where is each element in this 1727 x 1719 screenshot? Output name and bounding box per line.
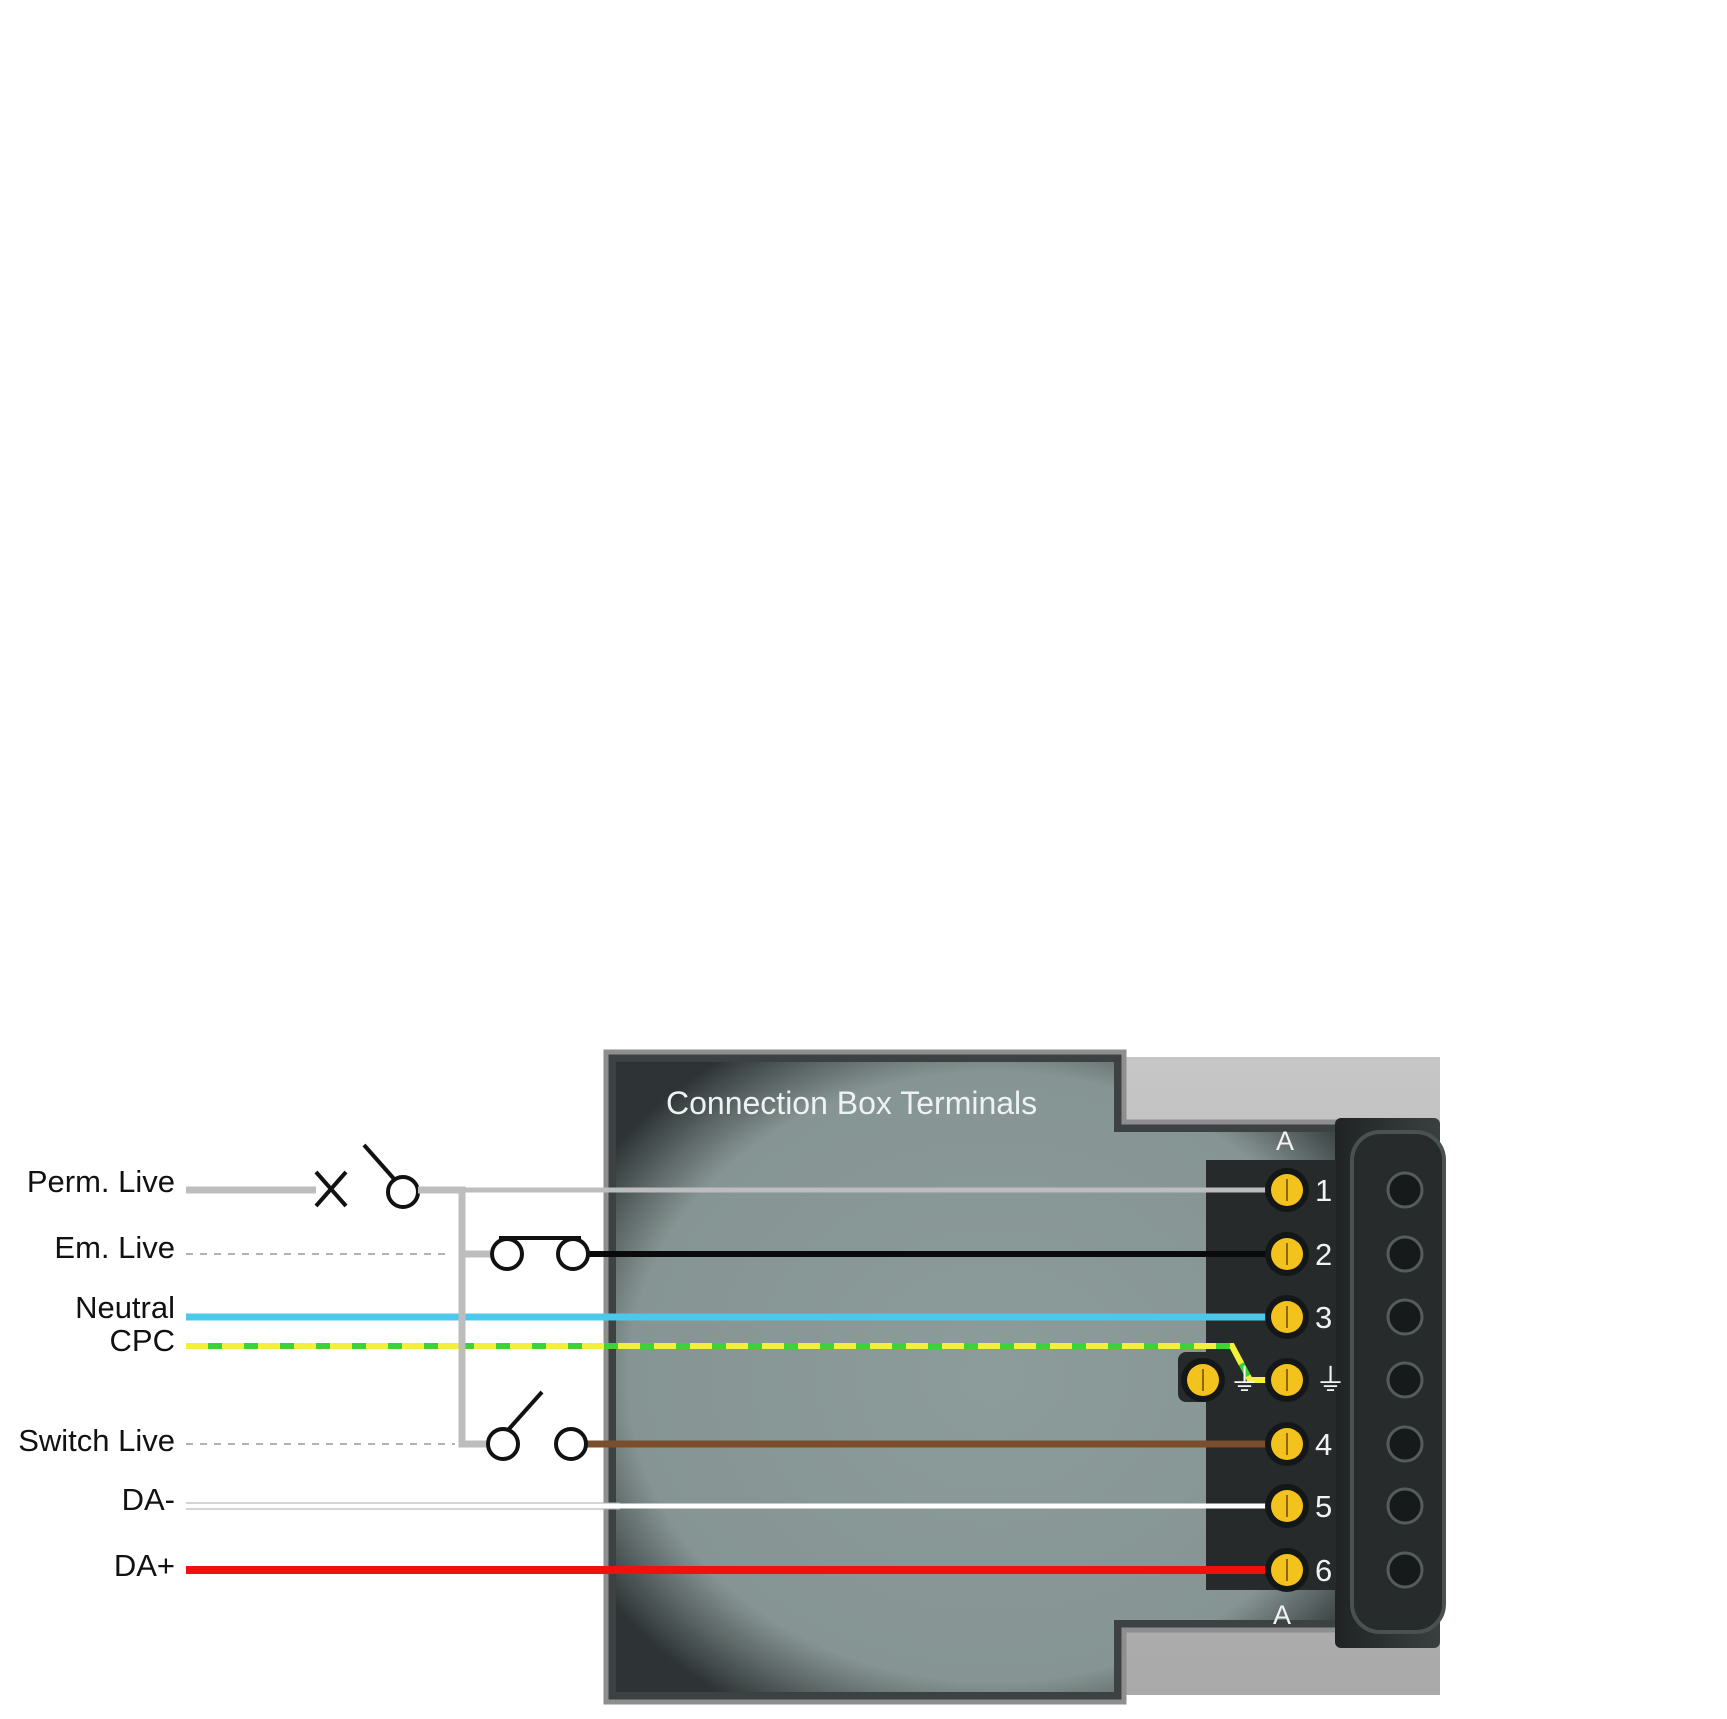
isolator-blade (362, 1143, 397, 1182)
earth-symbol-icon: ⏚ (1229, 1363, 1260, 1398)
earth-symbol-icon: ⏚ (1315, 1363, 1346, 1398)
switch-gear (314, 1143, 590, 1461)
terminal-number: 6 (1315, 1553, 1332, 1588)
terminal-number: 3 (1315, 1300, 1332, 1335)
feed-vertical (418, 1186, 490, 1448)
plug-hole-icon (1386, 1171, 1424, 1209)
switch-live-blade (506, 1390, 544, 1432)
row-letter-top: A (1276, 1126, 1294, 1156)
wire-label-da: DA+ (114, 1548, 175, 1583)
wire-label-neutral: Neutral (75, 1290, 175, 1325)
row-letter-bottom: A (1273, 1600, 1291, 1630)
switch-live-contact-right-icon (554, 1427, 588, 1461)
plug-hole-icon (1386, 1298, 1424, 1336)
wire-label-perm-live: Perm. Live (27, 1164, 175, 1199)
terminal-number: 1 (1315, 1173, 1332, 1208)
terminal-number: 2 (1315, 1237, 1332, 1272)
plug-hole-icon (1386, 1361, 1424, 1399)
wire-label-cpc: CPC (110, 1323, 175, 1358)
isolator-contact-icon (386, 1175, 420, 1209)
plug-holes (1386, 1171, 1424, 1589)
connection-box-panel (616, 1062, 1370, 1692)
wire-label-da: DA- (122, 1482, 175, 1517)
switch-live-contact-left-icon (486, 1427, 520, 1461)
wire-cpc-stripe (186, 1343, 1270, 1383)
wires-group (186, 1186, 1270, 1574)
em-switch-contact-right-icon (556, 1237, 590, 1271)
box-title: Connection Box Terminals (666, 1085, 1037, 1121)
plug-hole-icon (1386, 1235, 1424, 1273)
wire-label-switch-live: Switch Live (18, 1423, 175, 1458)
plug-hole-icon (1386, 1425, 1424, 1463)
plug-hole-icon (1386, 1487, 1424, 1525)
terminal-number: 4 (1315, 1427, 1332, 1462)
wire-label-em-live: Em. Live (54, 1230, 175, 1265)
terminal-number: 5 (1315, 1489, 1332, 1524)
breaker-x-icon (314, 1170, 348, 1208)
terminals-group: 1 2 3 ⏚ 4 5 6 ⏚ (1181, 1168, 1346, 1592)
plug-hole-icon (1386, 1551, 1424, 1589)
em-switch-contact-left-icon (490, 1237, 524, 1271)
